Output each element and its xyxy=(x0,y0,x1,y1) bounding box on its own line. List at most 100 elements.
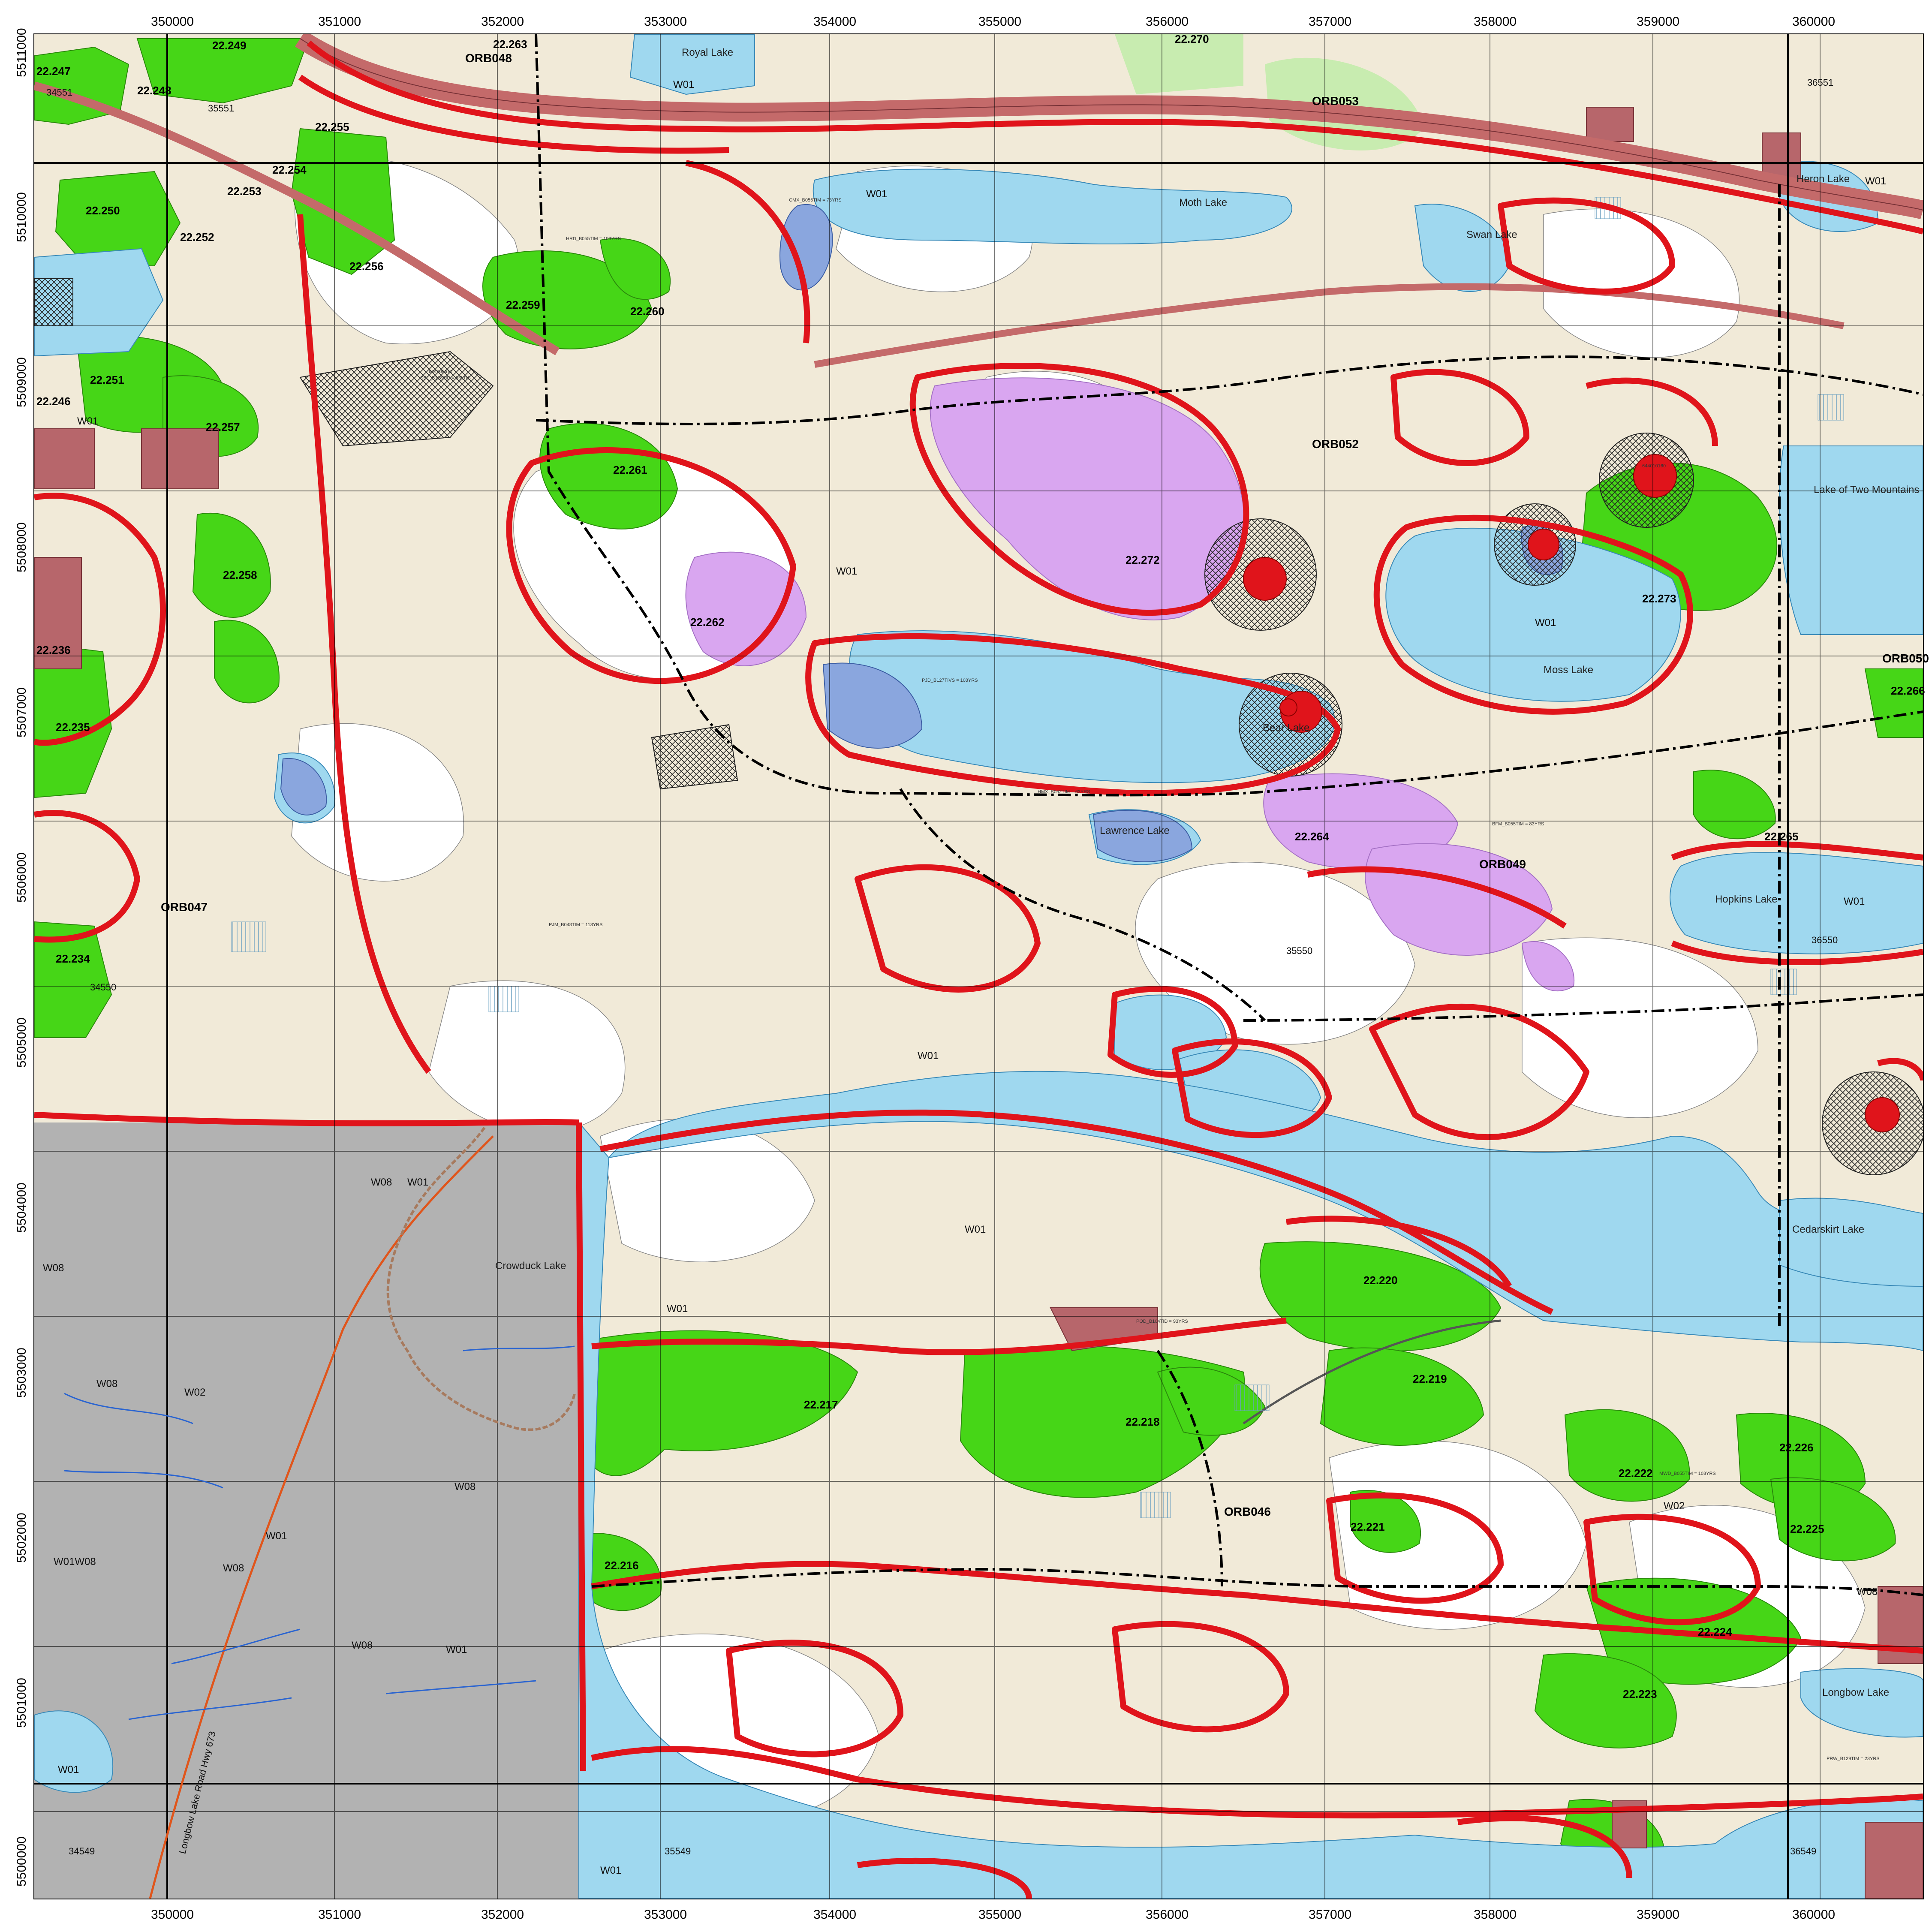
area-label: 22.221 xyxy=(1351,1520,1385,1533)
area-label: 22.222 xyxy=(1619,1467,1653,1480)
area-labels: 22.249 22.263 22.270 22.247 22.248 22.25… xyxy=(36,33,1925,1700)
stand-label: CMX_B055TIM = 73YRS xyxy=(789,198,842,203)
grid-id: 36551 xyxy=(1807,77,1833,88)
easting-labels-bottom: 350000 351000 352000 353000 354000 35500… xyxy=(151,1908,1835,1922)
easting-label: 359000 xyxy=(1637,1908,1679,1922)
grid-major xyxy=(34,34,1923,1899)
priority-lakes xyxy=(280,204,1564,862)
northing-label: 5503000 xyxy=(15,1348,29,1398)
northing-label: 5501000 xyxy=(15,1678,29,1728)
stand-label: POD_B104TID = 93YRS xyxy=(1136,1319,1188,1324)
water-code: W01W08 xyxy=(54,1556,96,1568)
zone-label: ORB052 xyxy=(1312,437,1359,451)
area-label: 22.224 xyxy=(1698,1625,1732,1638)
grid-id: 36550 xyxy=(1812,935,1838,945)
area-label: 22.234 xyxy=(56,952,90,965)
northing-label: 5507000 xyxy=(15,687,29,737)
stand-label: 644009671 xyxy=(429,369,452,374)
area-label: 22.264 xyxy=(1295,830,1329,843)
northing-label: 5505000 xyxy=(15,1017,29,1068)
area-label: 22.259 xyxy=(506,298,540,311)
area-label: 22.254 xyxy=(272,163,307,176)
grid-id: 34550 xyxy=(90,982,116,993)
easting-label: 357000 xyxy=(1309,1908,1351,1922)
area-label: 22.220 xyxy=(1363,1274,1398,1287)
area-label: 22.263 xyxy=(493,38,527,51)
lake-label: Royal Lake xyxy=(682,47,733,58)
area-label: 22.262 xyxy=(690,616,725,629)
easting-label: 351000 xyxy=(318,15,361,29)
water-code: W08 xyxy=(371,1177,392,1188)
area-label: 22.261 xyxy=(613,463,647,476)
northing-labels-left: 5511000 5510000 5509000 5508000 5507000 … xyxy=(15,28,29,1887)
easting-label: 358000 xyxy=(1474,1908,1517,1922)
northing-label: 5500000 xyxy=(15,1836,29,1887)
northing-label: 5510000 xyxy=(15,192,29,242)
area-label: 22.265 xyxy=(1764,830,1799,843)
area-label: 22.273 xyxy=(1642,592,1676,605)
area-label: 22.255 xyxy=(315,120,349,133)
area-label: 22.257 xyxy=(206,421,240,433)
water-code: W08 xyxy=(43,1262,64,1274)
shoreline xyxy=(386,1127,576,1431)
lake-label: Longbow Lake xyxy=(1822,1687,1889,1698)
easting-label: 350000 xyxy=(151,15,194,29)
water-code: W08 xyxy=(96,1378,117,1390)
water-code: W01 xyxy=(600,1865,621,1876)
area-label: 22.216 xyxy=(605,1559,639,1572)
water-code: W08 xyxy=(454,1481,475,1493)
easting-label: 356000 xyxy=(1146,1908,1189,1922)
wetland-patches xyxy=(231,197,1844,1518)
zone-label: ORB053 xyxy=(1312,94,1359,108)
water-code: W01 xyxy=(1535,617,1556,629)
easting-label: 355000 xyxy=(978,1908,1021,1922)
area-label: 22.249 xyxy=(212,39,247,52)
area-label: 22.225 xyxy=(1790,1523,1824,1535)
zone-label: ORB049 xyxy=(1479,858,1526,871)
area-label: 22.235 xyxy=(56,721,90,734)
stand-label: HMX_B052TIM = 63YRS xyxy=(1038,789,1090,794)
boundaries xyxy=(535,34,1923,1596)
area-label: 22.236 xyxy=(36,644,71,656)
zone-labels: ORB048 ORB053 ORB052 ORB050 ORB047 ORB04… xyxy=(161,51,1929,1518)
area-label: 22.260 xyxy=(630,305,665,318)
area-label: 22.272 xyxy=(1126,554,1160,566)
water-code: W01 xyxy=(446,1644,467,1655)
water-code: W02 xyxy=(1664,1500,1685,1512)
easting-label: 352000 xyxy=(481,1908,524,1922)
stand-label: PJM_B048TIM = 113YRS xyxy=(549,922,602,927)
streams xyxy=(64,1345,575,1720)
water-code: W01 xyxy=(266,1530,287,1542)
stand-label: HRD_B055TIM = 103YRS xyxy=(566,236,621,241)
grey-reserve xyxy=(34,1122,579,1899)
lake-label: Moth Lake xyxy=(1179,197,1227,208)
red-buffers xyxy=(34,40,1923,1899)
zone-label: ORB050 xyxy=(1882,652,1929,665)
grid-id: 35551 xyxy=(208,103,234,114)
lake-label: Heron Lake xyxy=(1797,173,1850,185)
area-label: 22.247 xyxy=(36,65,71,78)
area-label: 22.251 xyxy=(90,373,124,386)
easting-label: 353000 xyxy=(644,1908,687,1922)
area-label: 22.270 xyxy=(1175,33,1209,45)
easting-label: 354000 xyxy=(813,1908,856,1922)
water-code: W01 xyxy=(407,1177,428,1188)
water-code: W01 xyxy=(673,79,694,90)
stand-label: BFM_B055TIM = 83YRS xyxy=(1492,822,1544,827)
easting-label: 351000 xyxy=(318,1908,361,1922)
stand-label: 644010160 xyxy=(1642,463,1666,469)
easting-label: 352000 xyxy=(481,15,524,29)
lake-label: Bear Lake xyxy=(1263,722,1309,734)
water-code: W08 xyxy=(352,1640,373,1651)
lake-label: Lake of Two Mountains xyxy=(1814,484,1919,496)
brown-blocks xyxy=(34,107,1923,1899)
grid-id: 35550 xyxy=(1286,945,1312,956)
easting-label: 360000 xyxy=(1792,15,1835,29)
water-code-labels: W01 W01 W01 W01 W01 W01 W01 W01 W01 W01 … xyxy=(43,79,1886,1876)
grid-id: 36549 xyxy=(1790,1846,1816,1857)
lake-label: Moss Lake xyxy=(1544,664,1593,676)
area-label: 22.250 xyxy=(86,204,120,217)
area-label: 22.256 xyxy=(349,260,384,273)
area-label: 22.252 xyxy=(180,231,214,244)
